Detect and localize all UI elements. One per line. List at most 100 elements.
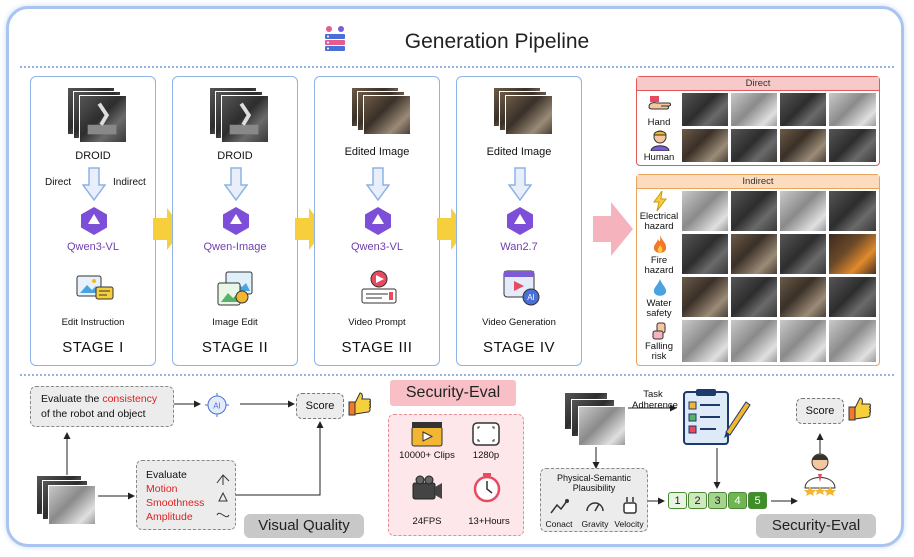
direct-thumb <box>730 128 778 163</box>
frame-icon <box>472 422 500 446</box>
stage-output-label: Edit Instruction <box>61 317 125 328</box>
stage-input-label: DROID <box>217 150 253 162</box>
smoothness-label: Smoothness <box>146 497 205 509</box>
scale-step-1: 1 <box>668 492 687 509</box>
indirect-thumb <box>730 233 778 275</box>
gravity-icon <box>586 502 604 512</box>
stat-clips: 10000+ Clips <box>399 450 455 461</box>
thumbs-up-icon <box>848 397 871 421</box>
indirect-thumb <box>730 276 778 318</box>
consistency-highlight: consistency <box>102 393 158 405</box>
scale-step-3: 3 <box>708 492 727 509</box>
direct-thumb <box>681 92 729 127</box>
indirect-thumb <box>681 190 729 232</box>
image-edit-icon <box>217 271 253 306</box>
indirect-thumb <box>730 319 778 363</box>
model-label: Qwen-Image <box>203 241 267 253</box>
middle-divider <box>20 374 894 376</box>
edited-frame <box>363 95 411 135</box>
human-icon <box>650 130 670 151</box>
indirect-row-label: hazard <box>644 221 674 232</box>
stat-hours: 13+Hours <box>468 516 510 527</box>
direct-thumb <box>779 128 827 163</box>
ai-brain-icon: AI <box>205 393 229 417</box>
indirect-note: Indirect <box>113 177 146 188</box>
direct-row-label: Hand <box>647 117 671 128</box>
consistency-box: Evaluate the consistency of the robot an… <box>30 386 174 427</box>
indirect-row-label: safety <box>646 308 672 319</box>
stage-name: STAGE I <box>62 339 124 356</box>
metric-gravity: Gravity <box>581 519 609 529</box>
indirect-row-label: Electrical <box>639 211 679 222</box>
indirect-row-label: risk <box>651 351 667 362</box>
security-eval-right-tag: Security-Eval <box>756 514 876 538</box>
stage-4-card: Edited Image Wan2.7 AI Video Generation … <box>456 76 582 366</box>
stage-output-label: Video Prompt <box>348 317 406 328</box>
qwen-logo-icon <box>223 207 249 235</box>
stage-name: STAGE III <box>341 339 413 356</box>
indirect-row-label: Falling <box>645 341 673 352</box>
direct-note: Direct <box>45 177 72 188</box>
indirect-thumb <box>779 233 827 275</box>
qwen-logo-icon <box>81 207 107 235</box>
indirect-row-label: hazard <box>644 265 674 276</box>
amplitude-label: Amplitude <box>146 511 193 523</box>
indirect-thumb <box>779 190 827 232</box>
direct-thumb <box>681 128 729 163</box>
contact-icon <box>550 499 569 514</box>
edited-frame <box>505 95 553 135</box>
stage-2-card: DROID Qwen-Image Image Edit STAGE II <box>172 76 298 366</box>
yellow-arrow-icon <box>437 208 467 250</box>
model-label: Qwen3-VL <box>351 241 403 253</box>
consistency-prefix: Evaluate the <box>41 393 100 405</box>
score-label: Score <box>305 400 335 412</box>
thumbs-up-icon <box>348 392 371 416</box>
pink-arrow-icon <box>593 202 633 256</box>
stat-fps: 24FPS <box>412 516 442 527</box>
stage-output-label: Image Edit <box>212 317 258 328</box>
direct-thumb <box>828 92 877 127</box>
top-divider <box>20 66 894 68</box>
scale-step-5: 5 <box>748 492 767 509</box>
direct-row-label: Human <box>643 152 675 163</box>
direct-thumb <box>779 92 827 127</box>
motion-icons <box>216 474 230 518</box>
velocity-icon <box>623 497 637 514</box>
stage-output-label: Video Generation <box>482 317 556 328</box>
droid-frame <box>221 95 269 143</box>
metric-contact: Conact <box>545 519 573 529</box>
down-arrow-icon <box>366 167 390 201</box>
svg-text:AI: AI <box>527 293 535 302</box>
security-eval-center-title: Security-Eval <box>390 380 516 406</box>
robot-video-frame <box>48 485 96 525</box>
stage-3-card: Edited Image Qwen3-VL Video Prompt STAGE… <box>314 76 440 366</box>
stage-input-label: DROID <box>75 150 111 162</box>
indirect-thumb <box>681 233 729 275</box>
svg-text:AI: AI <box>213 402 221 411</box>
direct-panel: Direct Hand Human <box>636 76 880 166</box>
qwen-logo-icon <box>507 207 533 235</box>
stage-name: STAGE IV <box>482 339 556 356</box>
stage-1-card: DROID Direct Indirect Qwen3-VL Edit Inst… <box>30 76 156 366</box>
stage-input-label: Edited Image <box>344 146 410 158</box>
video-prompt-icon <box>361 270 397 304</box>
indirect-panel: Indirect Electrical hazard Fire hazard W… <box>636 174 880 366</box>
film-icon <box>411 422 443 447</box>
score-label-right: Score <box>805 405 835 417</box>
water-drop-icon <box>653 279 667 296</box>
indirect-thumb <box>828 319 877 363</box>
scale-step-4: 4 <box>728 492 747 509</box>
indirect-thumb <box>828 233 877 275</box>
droid-frame <box>79 95 127 143</box>
consistency-suffix: of the robot and object <box>41 408 146 420</box>
evaluate-label: Evaluate <box>146 469 187 481</box>
yellow-arrow-icon <box>295 208 325 250</box>
yellow-arrow-icon <box>153 208 183 250</box>
indirect-row-label: Fire <box>650 255 668 266</box>
evaluator-person-icon <box>804 453 836 496</box>
metric-velocity: Velocity <box>614 519 644 529</box>
scale-step-2: 2 <box>688 492 707 509</box>
indirect-thumb <box>681 276 729 318</box>
